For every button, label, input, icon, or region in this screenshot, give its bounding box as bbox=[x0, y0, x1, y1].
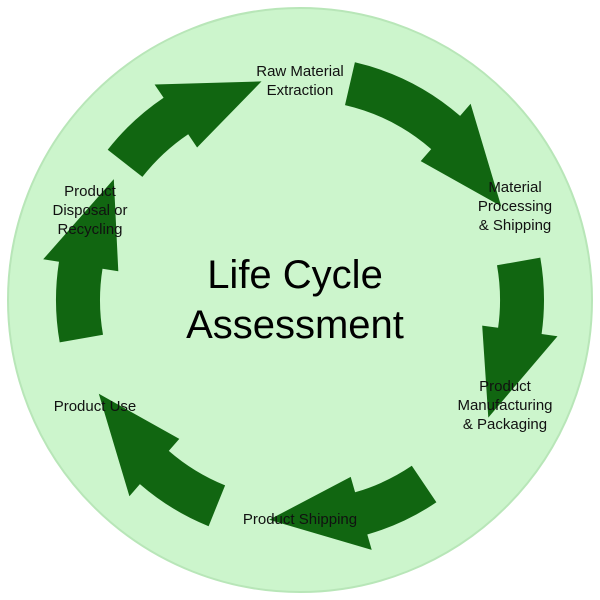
stage-label-material-processing: Material Processing & Shipping bbox=[477, 179, 553, 234]
curved-arrow-icon bbox=[107, 81, 262, 177]
stage-label-product-use: Product Use bbox=[53, 398, 137, 415]
curved-arrow-icon bbox=[482, 257, 558, 418]
stage-label-raw-material-extraction: Raw Material Extraction bbox=[256, 63, 344, 99]
curved-arrow-icon bbox=[345, 62, 502, 207]
curved-arrow-icon bbox=[98, 393, 226, 527]
stage-label-product-disposal: Product Disposal or Recycling bbox=[52, 183, 128, 238]
stage-label-product-manufacturing: Product Manufacturing & Packaging bbox=[457, 378, 553, 433]
curved-arrow-icon bbox=[269, 465, 437, 550]
curved-arrow-icon bbox=[43, 179, 119, 343]
diagram-title: Life Cycle Assessment bbox=[186, 253, 404, 347]
stage-label-product-shipping: Product Shipping bbox=[242, 511, 358, 528]
cycle-arrows bbox=[43, 62, 558, 550]
